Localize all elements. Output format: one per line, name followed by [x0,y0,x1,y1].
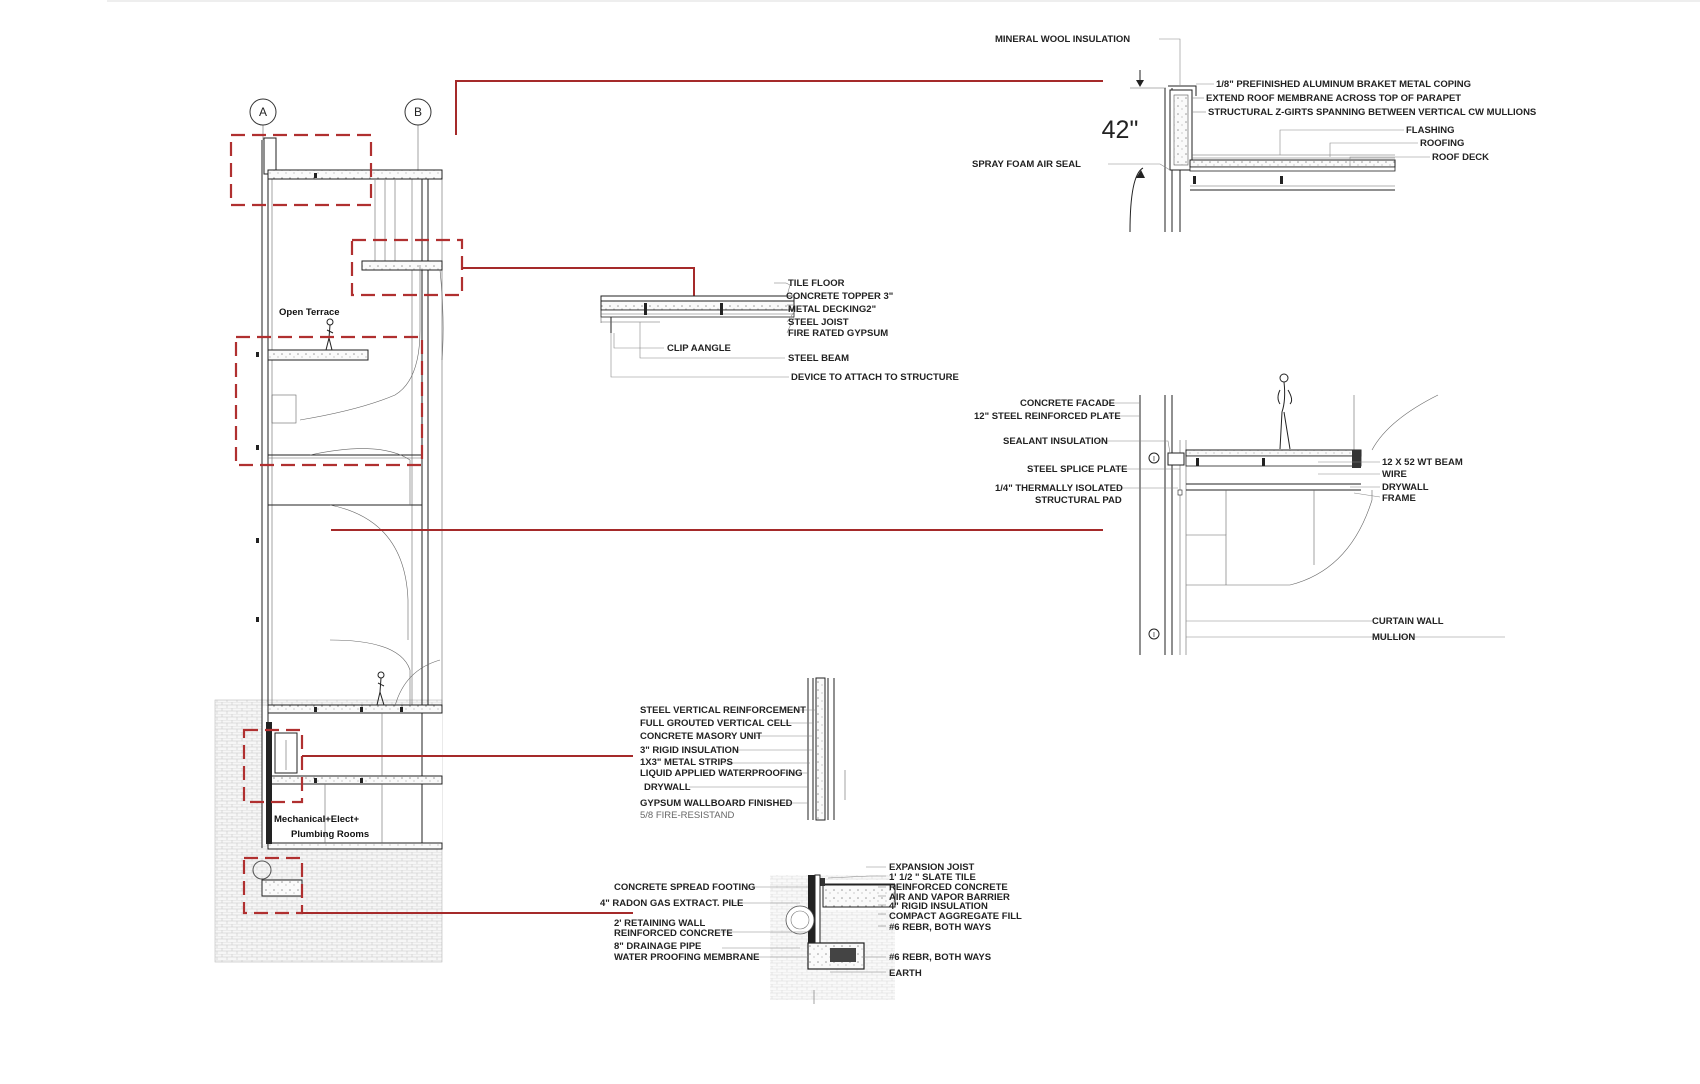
label-metal-strips: 1X3" METAL STRIPS [640,757,733,768]
label-slate-tile: 1' 1/2 " SLATE TILE [889,872,976,883]
grid-bubble-a [249,98,277,126]
label-waterproofing-membrane: WATER PROOFING MEMBRANE [614,952,760,963]
svg-text:I: I [1153,632,1155,639]
label-isolated-pad-2: STRUCTURAL PAD [1035,495,1122,506]
label-roof-membrane: EXTEND ROOF MEMBRANE ACROSS TOP OF PARAP… [1206,93,1461,104]
label-retaining-wall: 2' RETAINING WALL [614,918,705,929]
label-mullion: MULLION [1372,632,1415,643]
label-rigid-insulation-4: 4" RIGID INSULATION [889,901,988,912]
label-cmu: CONCRETE MASORY UNIT [640,731,762,742]
label-waterproofing: LIQUID APPLIED WATERPROOFING [640,768,803,779]
label-wt-beam: 12 X 52 WT BEAM [1382,457,1463,468]
parapet-height-dimension: 42" [1102,116,1139,144]
parapet-detail: 42" MINERAL WOOL INSULATION 1/8" PREFINI… [972,34,1536,233]
label-sealant: SEALANT INSULATION [1003,436,1108,447]
person-figure-ground [376,671,385,706]
label-clip-angle: CLIP AANGLE [667,343,731,354]
label-rebar-2: #6 REBR, BOTH WAYS [889,952,991,963]
label-rebar-1: #6 REBR, BOTH WAYS [889,922,991,933]
person-figure-facade [1277,373,1293,450]
callout-box-basement-wall [242,728,304,804]
label-grouted-cell: FULL GROUTED VERTICAL CELL [640,718,792,729]
room-label-open-terrace: Open Terrace [279,307,340,318]
label-reinforced-concrete-2: REINFORCED CONCRETE [614,928,733,939]
label-steel-joist: STEEL JOIST [788,317,849,328]
label-z-girts: STRUCTURAL Z-GIRTS SPANNING BETWEEN VERT… [1208,107,1536,118]
label-splice-plate: STEEL SPLICE PLATE [1027,464,1127,475]
basement-wall-detail: STEEL VERTICAL REINFORCEMENT FULL GROUTE… [640,677,846,821]
person-figure-terrace [325,318,334,351]
label-metal-decking: METAL DECKING2" [788,304,876,315]
label-mineral-wool: MINERAL WOOL INSULATION [995,34,1130,45]
label-roof-deck: ROOF DECK [1432,152,1489,163]
grid-label-a: A [259,105,267,119]
callout-box-facade [234,335,424,467]
label-spray-foam: SPRAY FOAM AIR SEAL [972,159,1081,170]
label-steel-beam: STEEL BEAM [788,353,849,364]
label-flashing: FLASHING [1406,125,1455,136]
label-frame: FRAME [1382,493,1416,504]
label-drainage-pipe: 8" DRAINAGE PIPE [614,941,701,952]
label-concrete-topper: CONCRETE TOPPER 3" [786,291,893,302]
label-reinforced-concrete-1: REINFORCED CONCRETE [889,882,1008,893]
label-wire: WIRE [1382,469,1407,480]
label-drywall-basement: DRYWALL [644,782,691,793]
label-rigid-insulation: 3" RIGID INSULATION [640,745,739,756]
label-gypsum-wallboard: GYPSUM WALLBOARD FINISHED [640,798,793,809]
label-tile-floor: TILE FLOOR [788,278,845,289]
facade-detail: I I CONCRETE FACADE 12" STE [974,373,1505,655]
grid-label-b: B [414,105,422,119]
label-steel-plate: 12" STEEL REINFORCED PLATE [974,411,1121,422]
label-aggregate-fill: COMPACT AGGREGATE FILL [889,911,1022,922]
label-fire-gypsum: FIRE RATED GYPSUM [788,328,888,339]
callout-box-footing [242,856,304,915]
callout-box-parapet [229,133,373,207]
room-label-mechanical-2: Plumbing Rooms [291,829,369,840]
footing-detail: EXPANSION JOIST 1' 1/2 " SLATE TILE REIN… [600,862,1022,1004]
label-spread-footing: CONCRETE SPREAD FOOTING [614,882,755,893]
label-concrete-facade: CONCRETE FACADE [1020,398,1115,409]
main-section: A B [214,98,464,963]
label-coping: 1/8" PREFINISHED ALUMINUM BRAKET METAL C… [1216,79,1471,90]
label-roofing: ROOFING [1420,138,1464,149]
label-radon-pile: 4" RADON GAS EXTRACT. PILE [600,898,743,909]
label-drywall-facade: DRYWALL [1382,482,1429,493]
callout-leaders [302,80,1103,914]
room-label-mechanical-1: Mechanical+Elect+ [274,814,359,825]
label-vertical-reinforcement: STEEL VERTICAL REINFORCEMENT [640,705,806,716]
label-isolated-pad-1: 1/4" THERMALLY ISOLATED [995,483,1123,494]
label-curtain-wall: CURTAIN WALL [1372,616,1444,627]
grid-bubble-b [404,98,432,126]
label-vapor-barrier: AIR AND VAPOR BARRIER [889,892,1010,903]
label-fire-resistant: 5/8 FIRE-RESISTAND [640,810,734,821]
svg-text:I: I [1153,456,1155,463]
label-expansion-joist: EXPANSION JOIST [889,862,975,873]
label-device-attach: DEVICE TO ATTACH TO STRUCTURE [791,372,959,383]
label-earth: EARTH [889,968,922,979]
floor-detail: TILE FLOOR CONCRETE TOPPER 3" METAL DECK… [600,278,959,383]
